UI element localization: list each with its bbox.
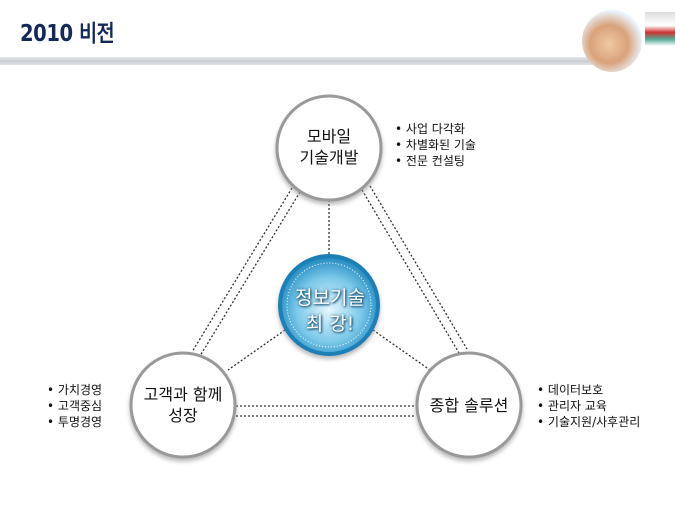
right-bullets: 데이터보호 관리자 교육 기술지원/사후관리 <box>537 382 640 430</box>
node-left-line2: 성장 <box>168 406 198 425</box>
node-left-line1: 고객과 함께 <box>143 385 223 404</box>
bullet-item: 사업 다각화 <box>395 121 476 137</box>
page-title: 2010 비전 <box>20 21 115 47</box>
node-left-label: 고객과 함께 성장 <box>128 384 238 426</box>
bullet-item: 가치경영 <box>47 382 102 398</box>
center-label: 정보기술 최 강! <box>275 285 385 337</box>
center-circle <box>278 254 380 356</box>
books-image <box>645 12 675 46</box>
left-bullets: 가치경영 고객중심 투명경영 <box>47 382 102 430</box>
connector-lines <box>191 185 468 417</box>
bullet-item: 투명경영 <box>47 414 102 430</box>
center-line1: 정보기술 <box>295 287 365 309</box>
header-divider <box>0 57 600 65</box>
bullet-item: 데이터보호 <box>537 382 640 398</box>
top-bullets: 사업 다각화 차별화된 기술 전문 컨설팅 <box>395 121 476 169</box>
node-left-circle <box>129 351 237 459</box>
node-top-circle <box>275 94 383 202</box>
node-top-label: 모바일 기술개발 <box>279 126 379 168</box>
bullet-item: 차별화된 기술 <box>395 137 476 153</box>
node-right-line1: 종합 솔루션 <box>429 396 509 415</box>
bullet-item: 고객중심 <box>47 398 102 414</box>
bullet-item: 관리자 교육 <box>537 398 640 414</box>
bullet-item: 기술지원/사후관리 <box>537 414 640 430</box>
node-right-label: 종합 솔루션 <box>414 395 524 416</box>
node-right-circle <box>415 351 523 459</box>
node-top-line1: 모바일 <box>306 127 352 146</box>
node-top-line2: 기술개발 <box>299 148 359 167</box>
center-line2: 최 강! <box>305 313 355 335</box>
handshake-image <box>582 10 642 72</box>
bullet-item: 전문 컨설팅 <box>395 153 476 169</box>
